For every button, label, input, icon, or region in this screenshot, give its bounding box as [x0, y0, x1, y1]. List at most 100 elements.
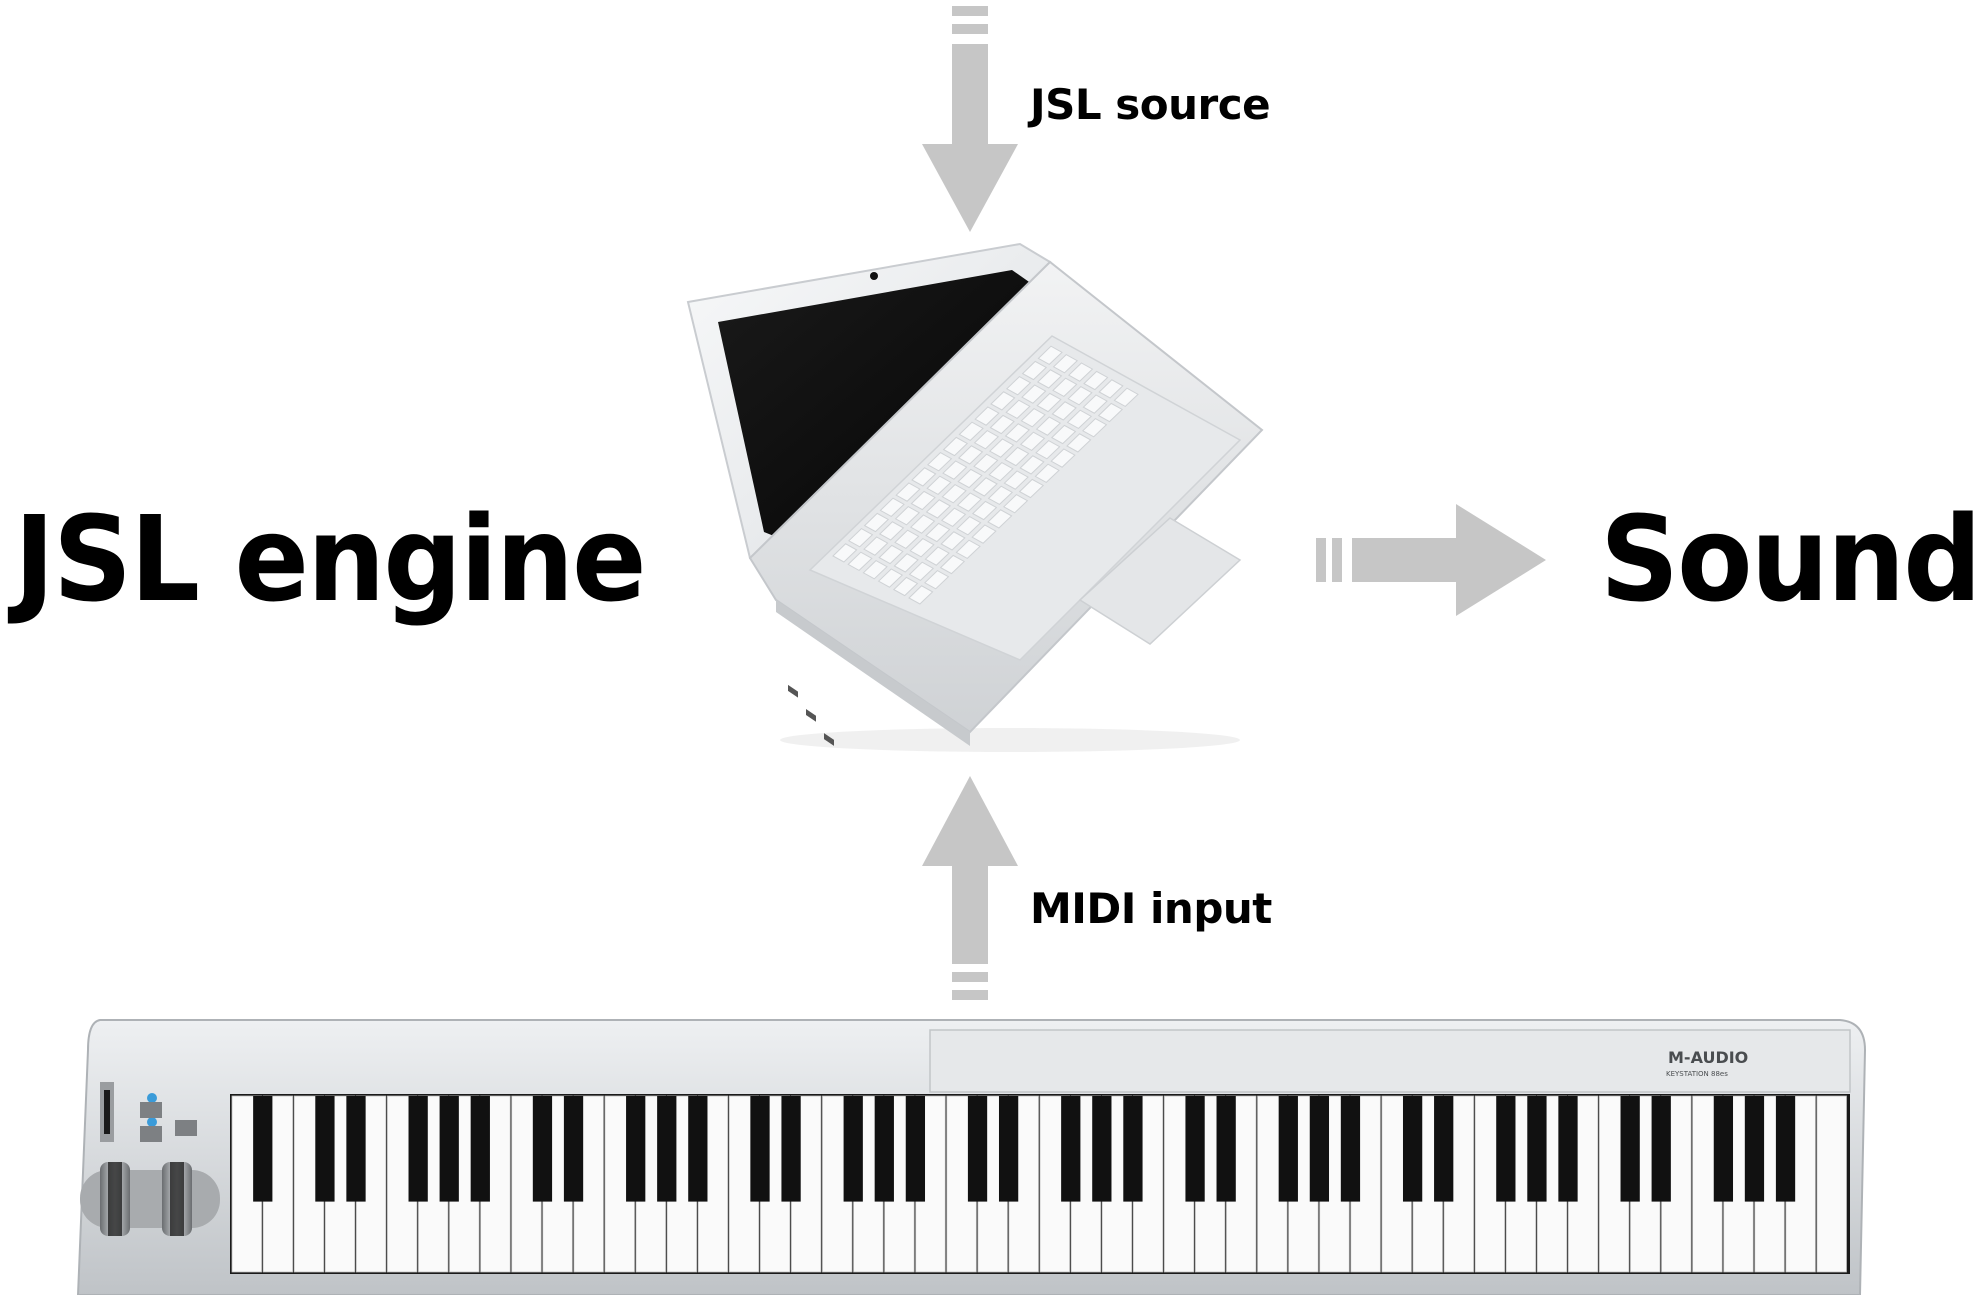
laptop-key	[942, 460, 968, 480]
down-arrow-icon	[922, 6, 1018, 232]
black-key	[781, 1096, 801, 1202]
laptop-key	[987, 509, 1013, 529]
black-key	[1061, 1096, 1081, 1202]
laptop-key	[1051, 401, 1077, 421]
black-key	[1713, 1096, 1734, 1202]
laptop-key	[894, 505, 921, 526]
laptop-key	[832, 543, 858, 563]
laptop-key	[1021, 360, 1048, 381]
jsl-engine-label: JSL engine	[14, 490, 647, 628]
black-key	[315, 1096, 335, 1202]
laptop-key	[1113, 387, 1139, 408]
laptop-key	[957, 445, 984, 465]
black-key	[1775, 1096, 1796, 1202]
laptop-key	[1004, 423, 1031, 443]
laptop-key	[1036, 369, 1063, 389]
laptop-key	[862, 559, 888, 580]
laptop-key	[956, 492, 983, 512]
laptop-key	[1097, 402, 1124, 423]
laptop-key	[955, 539, 981, 560]
laptop-key	[878, 544, 904, 565]
laptop-key	[1098, 379, 1124, 399]
laptop-key	[939, 554, 966, 575]
laptop-key	[894, 529, 920, 550]
black-key	[750, 1096, 770, 1202]
laptop-key	[1019, 455, 1045, 475]
black-key	[1620, 1096, 1640, 1202]
midi-input-label: MIDI input	[1030, 884, 1272, 933]
laptop-key	[847, 527, 874, 548]
laptop-key	[1004, 446, 1030, 467]
laptop-key	[908, 585, 934, 605]
black-key	[1216, 1096, 1236, 1202]
midi-keyboard-icon: M-AUDIO KEYSTATION 88es	[76, 1019, 1867, 1295]
laptop-key	[847, 551, 873, 572]
laptop-key	[940, 531, 966, 551]
laptop-key	[909, 514, 936, 534]
laptop-key	[926, 475, 952, 496]
laptop-key	[971, 500, 998, 521]
laptop-key	[863, 536, 889, 556]
laptop-key	[973, 429, 1000, 450]
laptop-key	[1019, 431, 1046, 452]
black-key	[1340, 1096, 1361, 1202]
laptop-key	[1067, 362, 1094, 382]
black-key	[1092, 1096, 1112, 1202]
black-key	[1434, 1096, 1454, 1202]
laptop-key	[893, 553, 919, 573]
laptop-key	[924, 546, 950, 566]
black-key	[1185, 1096, 1205, 1202]
laptop-icon	[686, 242, 1264, 752]
up-arrow-icon	[922, 776, 1018, 1000]
black-key	[1496, 1096, 1516, 1202]
brand-text: M-AUDIO	[1668, 1048, 1748, 1067]
laptop-key	[988, 461, 1014, 482]
laptop-key	[974, 406, 1000, 426]
laptop-key	[1035, 439, 1061, 460]
laptop-key	[909, 537, 935, 558]
laptop-key	[1082, 394, 1108, 414]
sound-label: Sound	[1600, 490, 1982, 628]
laptop-key	[925, 499, 952, 519]
white-key	[1816, 1095, 1847, 1273]
laptop-key	[1052, 353, 1079, 374]
laptop-key	[972, 477, 998, 497]
black-key	[905, 1096, 926, 1202]
laptop-key	[1050, 424, 1077, 445]
laptop-key	[925, 522, 951, 543]
black-key	[874, 1096, 894, 1202]
black-key	[408, 1096, 428, 1202]
laptop-key	[1003, 470, 1029, 490]
laptop-key	[1066, 409, 1093, 430]
model-text: KEYSTATION 88es	[1666, 1070, 1728, 1078]
black-key	[439, 1096, 459, 1202]
laptop-key	[1067, 385, 1093, 406]
laptop-key	[1037, 345, 1063, 366]
black-key	[998, 1096, 1019, 1202]
laptop-key	[1005, 375, 1032, 396]
black-key	[657, 1096, 677, 1202]
laptop-key	[973, 453, 999, 474]
laptop-key	[892, 576, 919, 597]
black-key	[532, 1096, 553, 1202]
laptop-key	[878, 521, 905, 541]
black-key	[1744, 1096, 1765, 1202]
black-key	[688, 1096, 708, 1202]
black-key	[253, 1096, 273, 1202]
laptop-key	[942, 436, 969, 457]
black-key	[967, 1096, 988, 1202]
laptop-key	[988, 438, 1015, 458]
laptop-key	[990, 391, 1016, 411]
laptop-key	[989, 414, 1015, 435]
laptop-key	[1018, 478, 1045, 499]
laptop-key	[1081, 417, 1108, 438]
black-key	[1651, 1096, 1671, 1202]
laptop-key	[908, 561, 935, 582]
laptop-key	[1036, 392, 1062, 413]
black-key	[626, 1096, 646, 1202]
laptop-key	[877, 568, 904, 588]
black-key	[1309, 1096, 1330, 1202]
laptop-key	[895, 482, 921, 502]
jsl-source-label: JSL source	[1030, 80, 1271, 129]
black-key	[1558, 1096, 1578, 1202]
